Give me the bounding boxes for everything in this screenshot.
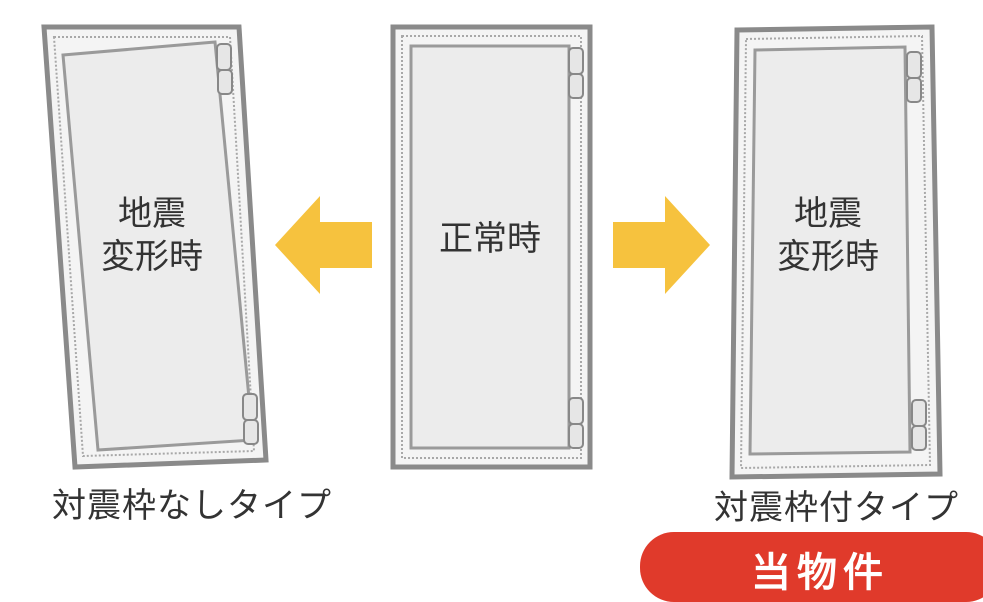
hinge-icon xyxy=(242,393,258,421)
hinge-icon xyxy=(906,51,922,79)
arrow-left-icon xyxy=(275,196,372,294)
right-door-label-line1: 地震 xyxy=(794,194,862,234)
right-door-panel: 地震 変形時 xyxy=(729,24,943,480)
center-door-frame-inner xyxy=(401,35,582,459)
hinge-icon xyxy=(911,425,927,451)
center-door-leaf xyxy=(409,44,571,450)
arrow-right-icon xyxy=(613,196,710,294)
hinge-icon xyxy=(243,419,259,445)
right-door-frame-inner xyxy=(739,34,932,470)
hinge-icon xyxy=(568,47,584,75)
hinge-icon xyxy=(568,397,584,425)
right-door-leaf xyxy=(748,45,912,456)
hinge-icon xyxy=(906,77,922,103)
left-door-label-line2: 変形時 xyxy=(101,237,203,277)
hinge-icon xyxy=(216,43,232,71)
center-door-panel: 正常時 xyxy=(390,24,593,470)
center-door-label: 正常時 xyxy=(439,219,541,259)
this-property-badge: 当物件 xyxy=(640,532,983,602)
right-door-label-line2: 変形時 xyxy=(777,237,879,277)
hinge-icon xyxy=(217,69,233,95)
left-door-panel: 地震 変形時 xyxy=(41,24,269,470)
diagram: 地震 変形時 正常時 地震 変形時 対震枠なしタイプ 対震枠付タイプ 当物件 xyxy=(41,24,983,602)
right-caption: 対震枠付タイプ xyxy=(714,488,959,528)
left-door-frame-inner xyxy=(52,36,256,458)
left-door-label-line1: 地震 xyxy=(118,194,186,234)
hinge-icon xyxy=(568,73,584,99)
hinge-icon xyxy=(911,399,927,427)
door-diagram-svg: 地震 変形時 正常時 地震 変形時 xyxy=(41,24,943,480)
hinge-icon xyxy=(568,423,584,449)
left-caption: 対震枠なしタイプ xyxy=(52,486,332,526)
